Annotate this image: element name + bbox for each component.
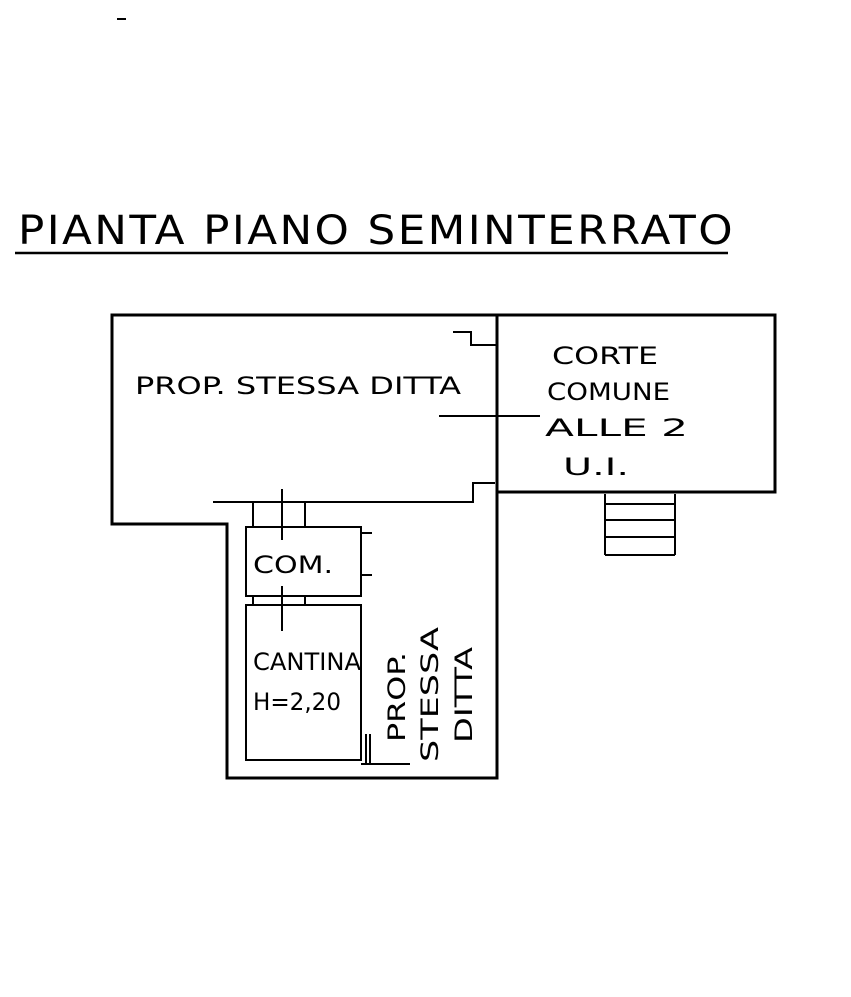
label-common: COM.	[253, 551, 333, 579]
label-cellar-height: H=2,20	[253, 688, 341, 716]
label-court-1: CORTE	[552, 342, 658, 370]
label-side-1: PROP.	[383, 652, 411, 742]
plan-title: PIANTA PIANO SEMINTERRATO	[18, 208, 735, 254]
stairs	[604, 494, 676, 556]
walls	[110, 313, 777, 780]
label-court-2: COMUNE	[547, 378, 670, 406]
cellar-room	[245, 604, 410, 765]
label-court-3: ALLE 2	[545, 414, 688, 442]
label-court-4: U.I.	[563, 453, 629, 481]
label-side-3: DITTA	[450, 647, 478, 743]
label-main-property: PROP. STESSA DITTA	[135, 372, 461, 400]
label-side-2: STESSA	[416, 627, 444, 762]
label-cellar: CANTINA	[253, 648, 361, 676]
